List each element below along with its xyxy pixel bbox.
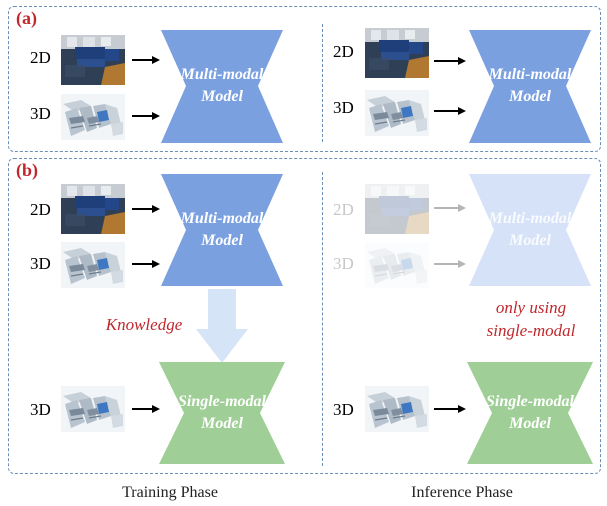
multi-modal-model-block: Multi-modal Model	[161, 174, 283, 286]
point-cloud-thumbnail	[60, 94, 126, 140]
multi-modal-model-block: Multi-modal Model	[469, 174, 591, 286]
single-modal-model-block: Single-modal Model	[159, 362, 285, 464]
input-3d-label: 3D	[333, 98, 354, 117]
note-line-1: only using	[495, 298, 567, 317]
point-cloud-thumbnail	[60, 242, 126, 288]
model-type-line: Model	[201, 415, 243, 432]
multi-modal-model-block: Multi-modal Model	[161, 30, 283, 143]
knowledge-transfer-arrow	[196, 289, 248, 363]
point-cloud-thumbnail	[364, 90, 430, 136]
point-cloud-thumbnail	[364, 386, 430, 432]
panel-b-frame	[8, 158, 601, 474]
point-cloud-thumbnail	[364, 242, 430, 288]
model-name-line: Multi-modal	[180, 66, 264, 83]
input-2d-label: 2D	[333, 42, 354, 61]
multi-modal-model-title: Multi-modal Model	[161, 64, 283, 108]
model-type-line: Model	[201, 232, 243, 249]
training-phase-caption: Training Phase	[122, 484, 218, 501]
panel-a-frame	[8, 6, 601, 152]
arrow-3d-to-single-model	[132, 405, 160, 413]
arrow-2d-to-model	[434, 57, 466, 65]
knowledge-label: Knowledge	[105, 315, 183, 334]
input-3d-label: 3D	[30, 104, 51, 123]
arrow-3d-to-model	[434, 260, 466, 268]
panel-b-divider	[322, 172, 323, 466]
input-2d-label: 2D	[30, 200, 51, 219]
single-modal-only-note: only using single-modal	[466, 296, 596, 342]
input-3d-label: 3D	[30, 254, 51, 273]
rgb-image-thumbnail	[60, 35, 126, 85]
model-name-line: Single-modal	[485, 393, 574, 410]
panel-a-divider	[322, 24, 323, 142]
rgb-image-thumbnail	[364, 28, 430, 78]
input-3d-label: 3D	[333, 400, 354, 419]
input-3d-label: 3D	[30, 400, 51, 419]
note-line-2: single-modal	[486, 321, 576, 340]
arrow-3d-to-single-model	[434, 405, 466, 413]
arrow-3d-to-model	[434, 107, 466, 115]
multi-modal-model-title: Multi-modal Model	[469, 64, 591, 108]
multi-modal-model-title: Multi-modal Model	[161, 208, 283, 252]
arrow-2d-to-model	[132, 205, 160, 213]
model-name-line: Single-modal	[177, 393, 266, 410]
input-3d-label: 3D	[333, 254, 354, 273]
input-2d-label: 2D	[333, 200, 354, 219]
panel-b-label: (b)	[16, 160, 38, 180]
rgb-image-thumbnail	[364, 184, 430, 234]
model-name-line: Multi-modal	[488, 210, 572, 227]
panel-a-label: (a)	[16, 8, 37, 28]
single-modal-model-title: Single-modal Model	[467, 391, 593, 435]
arrow-3d-to-model	[132, 260, 160, 268]
model-type-line: Model	[509, 415, 551, 432]
arrow-2d-to-model	[132, 56, 160, 64]
rgb-image-thumbnail	[60, 184, 126, 234]
point-cloud-thumbnail	[60, 386, 126, 432]
multi-modal-model-title: Multi-modal Model	[469, 208, 591, 252]
model-name-line: Multi-modal	[488, 66, 572, 83]
arrow-2d-to-model	[434, 204, 466, 212]
multi-modal-model-block: Multi-modal Model	[469, 30, 591, 143]
arrow-3d-to-model	[132, 112, 160, 120]
model-type-line: Model	[509, 232, 551, 249]
single-modal-model-title: Single-modal Model	[159, 391, 285, 435]
model-type-line: Model	[509, 88, 551, 105]
model-type-line: Model	[201, 88, 243, 105]
input-2d-label: 2D	[30, 48, 51, 67]
model-name-line: Multi-modal	[180, 210, 264, 227]
inference-phase-caption: Inference Phase	[411, 484, 513, 501]
single-modal-model-block: Single-modal Model	[467, 362, 593, 464]
